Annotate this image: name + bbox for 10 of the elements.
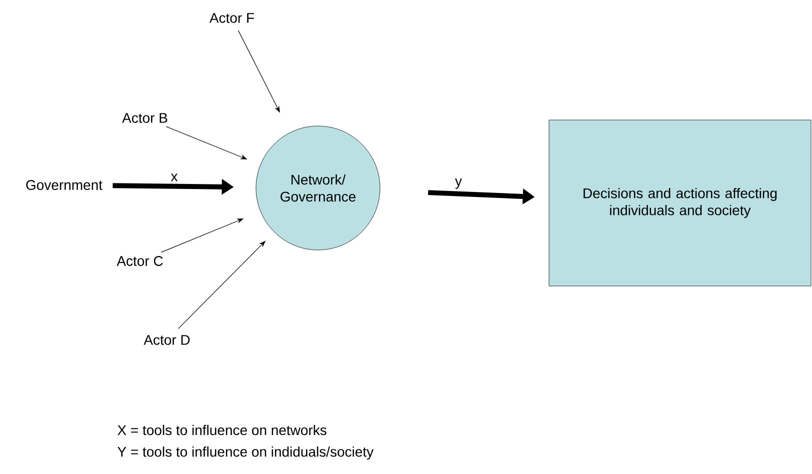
edge-label: y [454,178,463,190]
actor-label: Actor D [144,335,190,345]
note-text: Y = tools to influence on indiduals/society [118,446,374,460]
actor-label: Actor C [116,256,163,266]
actor-label: Actor F [209,13,254,23]
actor-label: Government [26,180,102,190]
edge-label: x [170,172,179,182]
actor-label: Actor B [122,113,168,123]
note-text: X = tools to influence on networks [118,424,326,436]
outcome-box: Decisions and actions affecting individuals and society [548,120,812,286]
